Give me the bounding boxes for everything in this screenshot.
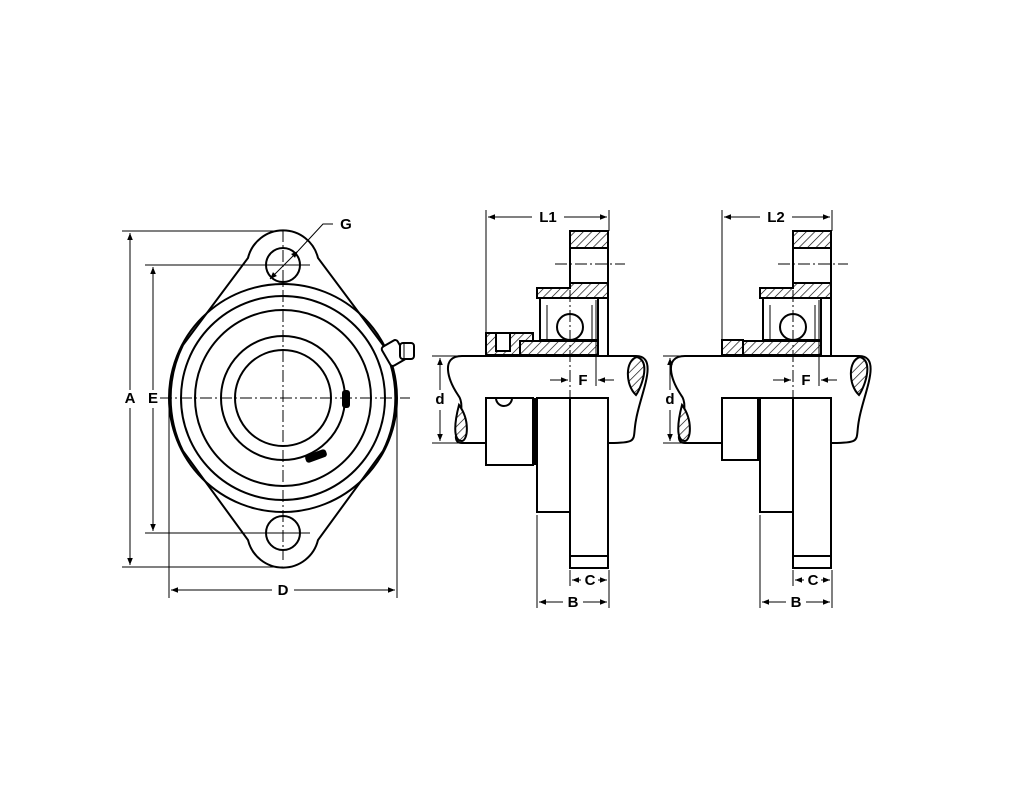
side-view-2: L2 F d C B	[663, 209, 872, 611]
dim-label-F: F	[578, 372, 587, 389]
dim-label-F: F	[801, 372, 810, 389]
side-view-1: L1 F d C B	[432, 209, 649, 611]
grease-fitting-icon	[380, 339, 415, 367]
set-screw	[342, 390, 350, 408]
dim-label-A: A	[125, 390, 136, 407]
dim-label-D: D	[278, 582, 289, 599]
dim-label-C: C	[808, 572, 819, 589]
dim-label-B: B	[568, 594, 579, 611]
dim-label-C: C	[585, 572, 596, 589]
front-view: A E D G	[122, 216, 415, 599]
dim-label-B: B	[791, 594, 802, 611]
dim-label-L2: L2	[767, 209, 785, 226]
dim-label-G: G	[340, 216, 352, 233]
dim-label-E: E	[148, 390, 158, 407]
dim-label-d: d	[435, 391, 444, 408]
dim-label-d: d	[665, 391, 674, 408]
dim-label-L1: L1	[539, 209, 557, 226]
set-screw-2	[305, 449, 327, 463]
